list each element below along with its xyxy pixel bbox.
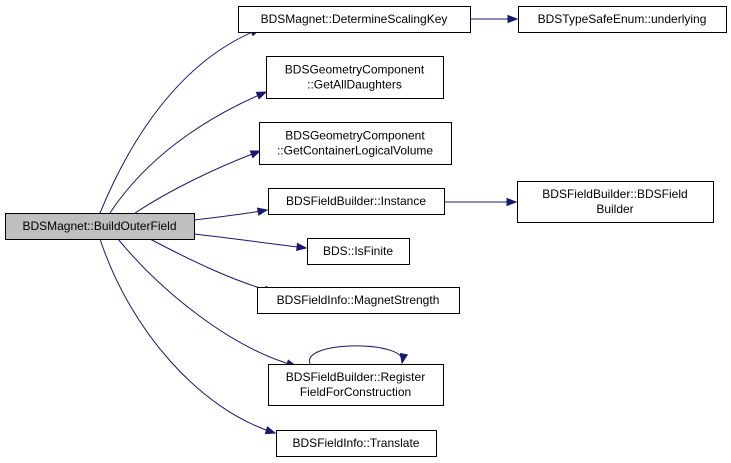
node-box <box>517 181 714 223</box>
node-label: BDSMagnet::BuildOuterField <box>22 219 176 233</box>
node-field-builder-instance[interactable]: BDSFieldBuilder::Instance <box>268 188 445 215</box>
node-get-container-logical-volume[interactable]: BDSGeometryComponent::GetContainerLogica… <box>259 122 452 165</box>
edge-build-outer-field-to-is-finite <box>193 233 308 252</box>
edge-arrowhead <box>264 426 277 435</box>
node-label: BDSFieldInfo::Translate <box>293 436 420 450</box>
edge-determine-scaling-key-to-underlying <box>470 14 519 24</box>
edge-line <box>149 238 275 293</box>
edge-line <box>134 150 261 214</box>
edge-register-field-to-register-field <box>309 345 409 365</box>
node-underlying[interactable]: BDSTypeSafeEnum::underlying <box>518 6 727 33</box>
edge-build-outer-field-to-field-builder-instance <box>193 207 269 221</box>
node-label: ::GetContainerLogicalVolume <box>277 144 433 158</box>
edge-line <box>193 233 307 249</box>
node-translate[interactable]: BDSFieldInfo::Translate <box>276 430 437 457</box>
edge-arrowhead <box>399 352 409 365</box>
edge-build-outer-field-to-get-container-logical-volume <box>134 150 262 214</box>
node-box <box>276 430 437 457</box>
node-box <box>257 287 460 314</box>
node-register-field[interactable]: BDSFieldBuilder::RegisterFieldForConstru… <box>268 364 444 406</box>
node-label: BDSFieldBuilder::Register <box>286 370 425 384</box>
edge-build-outer-field-to-translate <box>99 238 277 435</box>
node-field-builder-ctor[interactable]: BDSFieldBuilder::BDSFieldBuilder <box>517 181 714 223</box>
edge-arrowhead <box>506 197 518 207</box>
node-box <box>518 6 727 33</box>
node-box <box>266 56 444 99</box>
node-label: BDS::IsFinite <box>323 244 393 258</box>
node-label: BDSFieldBuilder::BDSField <box>542 187 687 201</box>
node-build-outer-field[interactable]: BDSMagnet::BuildOuterField <box>5 213 195 240</box>
edge-line <box>193 209 268 221</box>
node-box <box>238 6 471 33</box>
node-box <box>5 213 195 240</box>
node-label: BDSGeometryComponent <box>285 129 425 143</box>
node-label: BDSMagnet::DetermineScalingKey <box>261 12 448 26</box>
node-label: BDSGeometryComponent <box>285 63 425 77</box>
edge-build-outer-field-to-get-all-daughters <box>109 91 268 214</box>
node-box <box>268 188 445 215</box>
node-label: ::GetAllDaughters <box>307 78 402 92</box>
edge-line <box>99 238 276 434</box>
edge-build-outer-field-to-magnet-strength <box>149 238 276 294</box>
node-is-finite[interactable]: BDS::IsFinite <box>307 238 410 265</box>
edge-arrowhead <box>507 14 519 24</box>
edge-field-builder-instance-to-field-builder-ctor <box>444 197 518 207</box>
edge-arrowhead <box>249 150 262 159</box>
node-box <box>307 238 410 265</box>
nodes-layer: BDSMagnet::BuildOuterField BDSMagnet::Det… <box>5 6 727 457</box>
node-magnet-strength[interactable]: BDSFieldInfo::MagnetStrength <box>257 287 460 314</box>
node-get-all-daughters[interactable]: BDSGeometryComponent::GetAllDaughters <box>266 56 444 99</box>
edge-arrowhead <box>296 242 308 252</box>
node-label: FieldForConstruction <box>300 385 411 399</box>
edge-arrowhead <box>256 207 269 216</box>
node-box <box>259 122 452 165</box>
node-label: BDSFieldInfo::MagnetStrength <box>277 293 440 307</box>
edge-build-outer-field-to-determine-scaling-key <box>99 28 262 214</box>
edge-line <box>117 238 297 367</box>
edge-line <box>309 345 403 365</box>
node-label: BDSFieldBuilder::Instance <box>286 194 426 208</box>
edge-arrowhead <box>255 91 268 100</box>
edge-line <box>99 28 261 214</box>
edges-layer <box>99 14 519 435</box>
node-label: BDSTypeSafeEnum::underlying <box>538 12 707 26</box>
edge-line <box>109 91 267 214</box>
node-label: Builder <box>596 202 633 216</box>
node-box <box>268 364 444 406</box>
node-determine-scaling-key[interactable]: BDSMagnet::DetermineScalingKey <box>238 6 471 33</box>
